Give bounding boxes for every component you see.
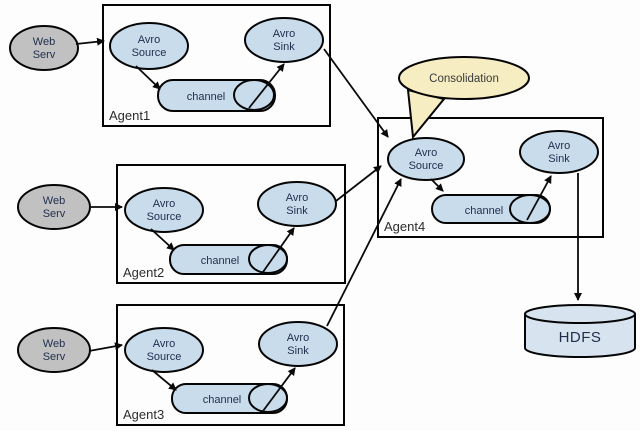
- agent2-box: [116, 164, 346, 284]
- agent1-channel-label: channel: [187, 91, 226, 103]
- web-server-1-label-line2: Serv: [33, 49, 56, 61]
- agent2-avro-sink-label-line2: Sink: [286, 205, 308, 217]
- agent1-avro-sink-label-line1: Avro: [273, 28, 295, 40]
- agent3-channel-label: channel: [203, 394, 242, 406]
- agent4-channel-label: channel: [465, 205, 504, 217]
- arrow-channel2-to-sink2: [262, 227, 295, 273]
- arrow-sink3-to-source4: [326, 178, 402, 327]
- agent4-avro-source-label-line1: Avro: [415, 147, 437, 159]
- web-server-2-label-line2: Serv: [43, 208, 66, 220]
- agent4-avro-sink-node: [519, 130, 599, 174]
- agent3-avro-source-node: [124, 327, 204, 373]
- agent4-avro-sink-label-line1: Avro: [548, 140, 570, 152]
- agent2-label: Agent2: [123, 265, 164, 280]
- arrow-webserv1-to-source1: [75, 37, 105, 46]
- agent3-avro-source-label-line1: Avro: [153, 338, 175, 350]
- agent1-box: [102, 4, 331, 127]
- arrow-channel1-to-sink1: [248, 63, 285, 109]
- agent3-label: Agent3: [123, 407, 164, 422]
- web-server-2-node: [17, 184, 91, 230]
- agent3-avro-source-label-line2: Source: [147, 351, 182, 363]
- agent3-avro-sink-label-line1: Avro: [287, 332, 309, 344]
- agent2-channel-end-ellipse: [248, 244, 288, 274]
- agent3-avro-sink-label-line2: Sink: [287, 345, 309, 357]
- arrow-source2-to-channel2: [150, 228, 175, 251]
- web-server-2-label-line1: Web: [43, 195, 65, 207]
- agent4-box: [377, 117, 604, 238]
- agent2-avro-sink-node: [257, 181, 337, 227]
- web-server-3-label-line1: Web: [43, 338, 65, 350]
- hdfs-cylinder: HDFS: [524, 304, 636, 358]
- agent4-label: Agent4: [384, 219, 425, 234]
- arrow-sink1-to-source4: [323, 48, 389, 138]
- agent2-avro-source-label-line2: Source: [147, 211, 182, 223]
- consolidation-callout-label: Consolidation: [429, 73, 499, 85]
- agent1-avro-source-label-line2: Source: [132, 47, 167, 59]
- hdfs-cylinder-top: [524, 304, 636, 324]
- arrow-source4-to-channel4: [430, 178, 444, 192]
- agent4-avro-sink-label-line2: Sink: [548, 153, 570, 165]
- agent1-avro-sink-label-line2: Sink: [273, 41, 295, 53]
- agent1-channel-end-ellipse: [233, 79, 275, 111]
- arrow-channel3-to-sink3: [262, 367, 296, 412]
- agent1-avro-source-node: [109, 22, 189, 70]
- consolidation-callout: Consolidation: [398, 56, 530, 140]
- agent1-avro-sink-node: [244, 17, 324, 63]
- hdfs-label: HDFS: [559, 329, 602, 346]
- arrow-sink2-to-source4: [335, 165, 382, 202]
- agent3-box: [116, 304, 345, 426]
- arrow-source3-to-channel3: [151, 369, 177, 391]
- web-server-1-node: [9, 25, 79, 71]
- consolidation-callout-bubble: [398, 56, 530, 100]
- agent1-label: Agent1: [109, 108, 150, 123]
- arrow-source1-to-channel1: [135, 65, 161, 90]
- arrow-webserv3-to-source3: [88, 342, 123, 352]
- agent3-avro-sink-node: [258, 321, 338, 367]
- agent2-avro-source-node: [124, 187, 204, 233]
- agent3-channel-end-ellipse: [248, 383, 288, 413]
- agent2-avro-source-label-line1: Avro: [153, 198, 175, 210]
- agent2-avro-sink-label-line1: Avro: [286, 192, 308, 204]
- web-server-1-label-line1: Web: [33, 36, 55, 48]
- agent1-avro-source-label-line1: Avro: [138, 34, 160, 46]
- hdfs-cylinder-body: [524, 314, 636, 358]
- web-server-3-label-line2: Serv: [43, 351, 66, 363]
- agent2-channel-label: channel: [201, 255, 240, 267]
- agent4-avro-source-node: [387, 137, 465, 181]
- arrow-channel4-to-sink4: [526, 175, 552, 221]
- web-server-3-node: [17, 327, 91, 373]
- agent4-channel-end-ellipse: [509, 194, 551, 224]
- agent4-avro-source-label-line2: Source: [409, 160, 444, 172]
